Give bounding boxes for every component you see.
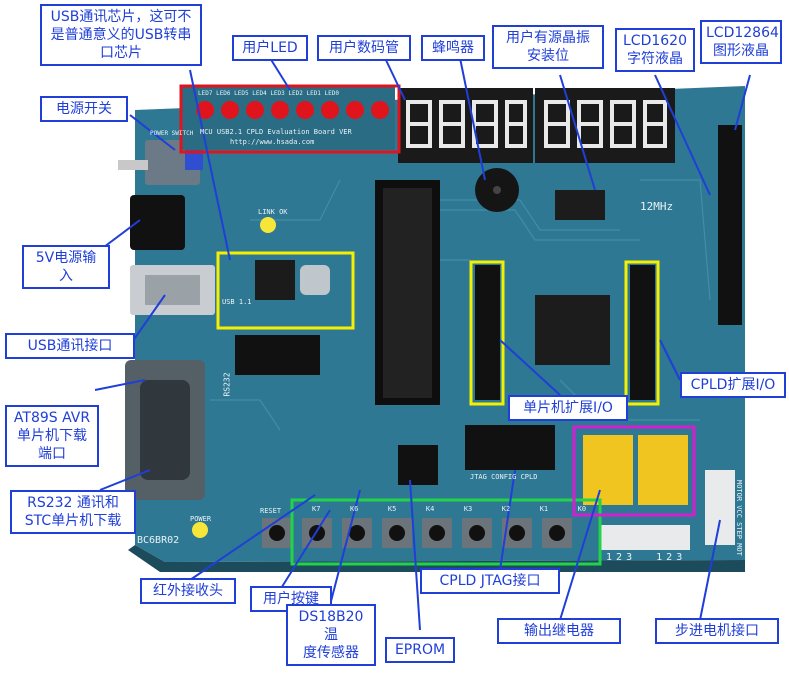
relay-1 — [583, 435, 633, 505]
usb-crystal — [300, 265, 330, 295]
label-buzzer: 蜂鸣器 — [421, 35, 485, 61]
label-lcd1620: LCD1620 字符液晶 — [615, 28, 695, 72]
highlight-relays — [572, 425, 696, 517]
buzzer-hole — [493, 186, 501, 194]
silk-jtag: JTAG CONFIG CPLD — [470, 473, 538, 481]
label-relay: 输出继电器 — [497, 618, 621, 644]
silk-board-id: BC6BR02 — [137, 535, 180, 546]
mcu-socket-inner — [383, 188, 432, 398]
label-cpld-jtag: CPLD JTAG接口 — [420, 568, 560, 594]
highlight-led-box — [179, 84, 401, 154]
highlight-cpld-io — [624, 260, 660, 406]
db9-inner — [140, 380, 190, 480]
stepper-connector — [705, 470, 735, 545]
silk-usb: USB 1.1 — [222, 298, 252, 306]
silk-rs232: RS232 — [222, 372, 232, 397]
cpld-io-header — [630, 265, 655, 400]
label-user-7seg: 用户数码管 — [317, 35, 411, 61]
silk-power: POWER — [190, 515, 212, 523]
silk-link-ok: LINK OK — [258, 208, 288, 216]
usb-connector-inner — [145, 275, 200, 305]
lcd12864-header — [718, 125, 742, 325]
power-led — [192, 522, 208, 538]
link-ok-led — [260, 217, 276, 233]
terminal-block-2 — [645, 525, 690, 550]
user-keys — [262, 518, 572, 548]
label-rs232: RS232 通讯和 STC单片机下载 — [10, 490, 136, 534]
label-usb-chip: USB通讯芯片，这可不 是普通意义的USB转串 口芯片 — [40, 4, 202, 66]
highlight-usb-chip — [216, 251, 355, 330]
silk-power-switch: POWER SWITCH — [150, 130, 194, 137]
label-stepper: 步进电机接口 — [655, 618, 779, 644]
label-power-5v: 5V电源输 入 — [22, 245, 110, 289]
eprom-chip — [398, 445, 438, 485]
silk-crystal-freq: 12MHz — [640, 200, 674, 213]
label-at89s: AT89S AVR 单片机下载 端口 — [5, 405, 99, 467]
silk-url: http://www.hsada.com — [230, 138, 315, 146]
label-mcu-io: 单片机扩展I/O — [508, 395, 628, 421]
label-lcd12864: LCD12864 图形液晶 — [700, 20, 782, 64]
smd-chip — [555, 190, 605, 220]
power-switch-lever — [118, 160, 148, 170]
label-ir: 红外接收头 — [140, 578, 236, 604]
silk-motor: MOTOR VCC STEP MOT — [735, 480, 743, 556]
mcu-io-header — [475, 265, 500, 400]
user-leds — [196, 101, 389, 119]
label-ds18b20: DS18B20温 度传感器 — [286, 604, 376, 666]
relay-2 — [638, 435, 688, 505]
label-eprom: EPROM — [385, 637, 455, 663]
jtag-header — [465, 425, 555, 470]
dc-jack — [130, 195, 185, 250]
isp-header — [235, 335, 320, 375]
highlight-keys — [290, 498, 602, 566]
label-cpld-io: CPLD扩展I/O — [680, 372, 786, 398]
highlight-mcu-io — [469, 260, 505, 406]
silk-relay-pins: 123 123 — [606, 552, 687, 563]
label-crystal: 用户有源晶振 安装位 — [492, 25, 604, 69]
label-user-led: 用户LED — [232, 35, 308, 61]
silk-reset: RESET — [260, 507, 282, 515]
label-usb-port: USB通讯接口 — [5, 333, 135, 359]
silk-board-title: MCU USB2.1 CPLD Evaluation Board VER — [200, 128, 352, 136]
terminal-block-1 — [600, 525, 645, 550]
callout-lines — [94, 57, 751, 631]
usb-chip — [255, 260, 295, 300]
silk-led-names: LED7 LED6 LED5 LED4 LED3 LED2 LED1 LED0 — [198, 90, 339, 97]
silk-keys: K7 K6 K5 K4 K3 K2 K1 K0 — [312, 505, 587, 513]
label-power-switch: 电源开关 — [40, 96, 128, 122]
cpld-chip — [535, 295, 610, 365]
